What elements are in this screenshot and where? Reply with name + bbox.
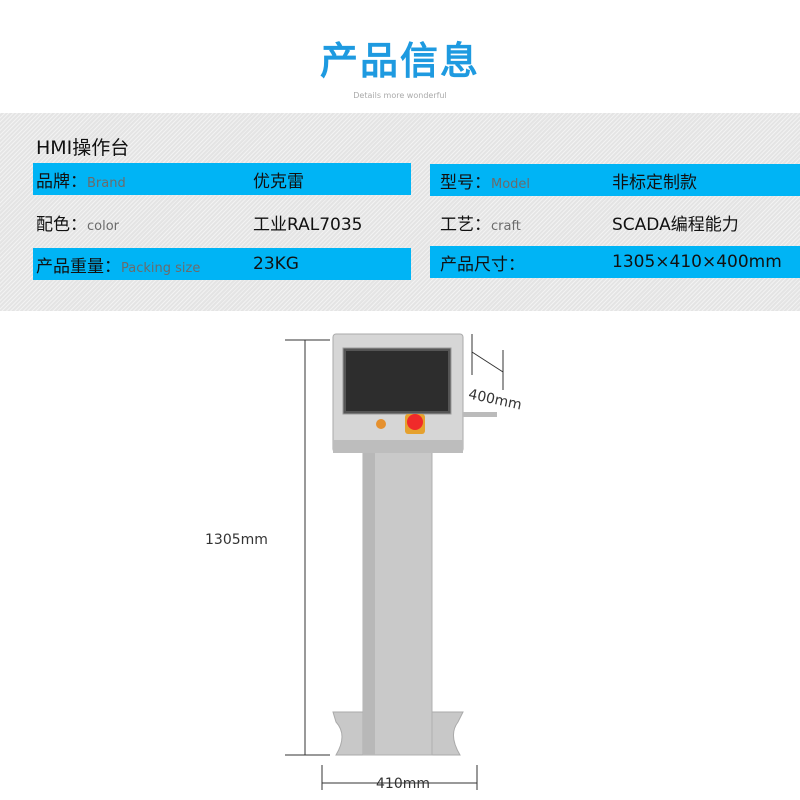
spec-row-size: 产品尺寸： 1305×410×400mm (430, 246, 800, 278)
spec-value: SCADA编程能力 (612, 214, 739, 235)
spec-value: 优克雷 (253, 171, 304, 192)
spec-row-color: 配色：color 工业RAL7035 (33, 206, 411, 238)
spec-row-weight: 产品重量：Packing size 23KG (33, 248, 411, 280)
spec-label: 品牌： (36, 171, 87, 192)
spec-label: 配色： (36, 214, 87, 235)
spec-label-en: craft (491, 218, 521, 234)
product-illustration (285, 333, 504, 790)
spec-row-model: 型号：Model 非标定制款 (430, 164, 800, 196)
page-title: 产品信息 (319, 39, 480, 83)
spec-label: 产品尺寸： (440, 254, 525, 275)
spec-value: 非标定制款 (612, 172, 697, 193)
spec-label-en: Packing size (121, 260, 201, 276)
page-subtitle: Details more wonderful (353, 91, 447, 100)
height-dimension: 1305mm (205, 532, 268, 548)
spec-label: 产品重量： (36, 256, 121, 277)
width-dimension: 410mm (376, 776, 430, 792)
spec-row-craft: 工艺：craft SCADA编程能力 (430, 206, 800, 238)
spec-label: 工艺： (440, 214, 491, 235)
product-name: HMI操作台 (36, 137, 130, 159)
dimension-lines (285, 334, 504, 790)
spec-row-brand: 品牌：Brand 优克雷 (33, 163, 411, 195)
spec-label-en: color (87, 218, 120, 234)
spec-value: 1305×410×400mm (612, 252, 782, 272)
spec-label-en: Brand (87, 175, 126, 191)
spec-value: 工业RAL7035 (253, 214, 363, 235)
spec-value: 23KG (253, 254, 299, 274)
spec-label-en: Model (491, 176, 531, 192)
spec-label: 型号： (440, 172, 491, 193)
